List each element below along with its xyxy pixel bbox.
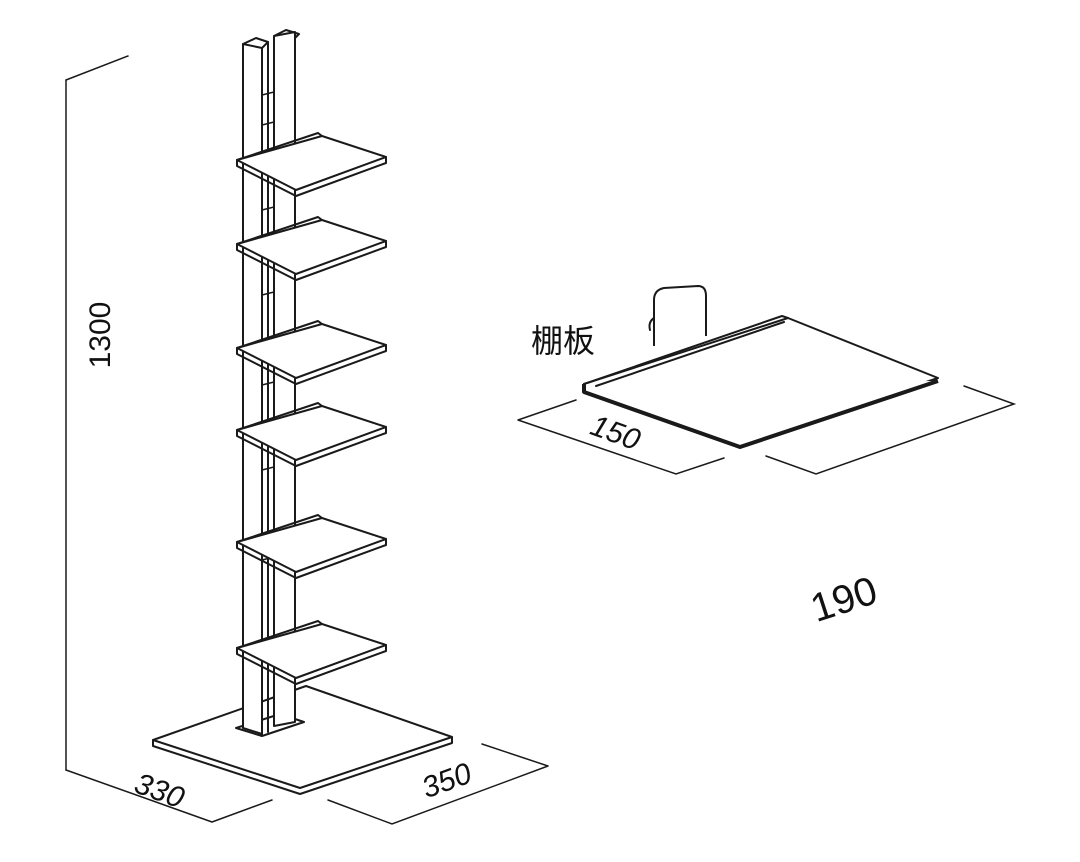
- left-pole-top: [242, 37, 269, 49]
- shelf-4: [236, 402, 387, 467]
- shelf-hook-lip: [648, 317, 655, 331]
- height-top-leader: [65, 55, 129, 81]
- shelf-3: [236, 320, 387, 385]
- shelf-back-edge: [583, 315, 789, 385]
- shelf-6: [236, 620, 387, 685]
- shelf-detail: 棚板 150 190: [517, 285, 1017, 631]
- shelf-hook: [653, 285, 707, 346]
- base-width-label: 350: [418, 757, 477, 805]
- shelf-front-edge: [582, 379, 939, 449]
- shelf-2: [236, 216, 387, 281]
- height-label: 1300: [84, 302, 117, 369]
- base-plate-edge: [152, 736, 453, 795]
- shelf-5: [236, 514, 387, 579]
- left-pole: [242, 43, 263, 735]
- pole-gap-lines: [261, 41, 269, 735]
- shelf-depth-label: 150: [586, 409, 645, 457]
- shelf-1: [236, 132, 387, 197]
- shelf-width-label: 190: [805, 568, 882, 630]
- right-pole-top: [273, 29, 300, 39]
- shelf-tower: [152, 29, 453, 795]
- base-width-leader: [327, 743, 549, 825]
- shelf-name-label: 棚板: [531, 323, 595, 359]
- height-dimension: 1300: [65, 55, 129, 771]
- base-plate: [152, 685, 453, 789]
- base-depth-leader: [65, 769, 273, 823]
- shelf-depth-leader: [517, 399, 725, 475]
- shelf-back-lip: [595, 321, 785, 387]
- base-depth-label: 330: [130, 767, 189, 815]
- shelf-width-leader: [765, 385, 1017, 475]
